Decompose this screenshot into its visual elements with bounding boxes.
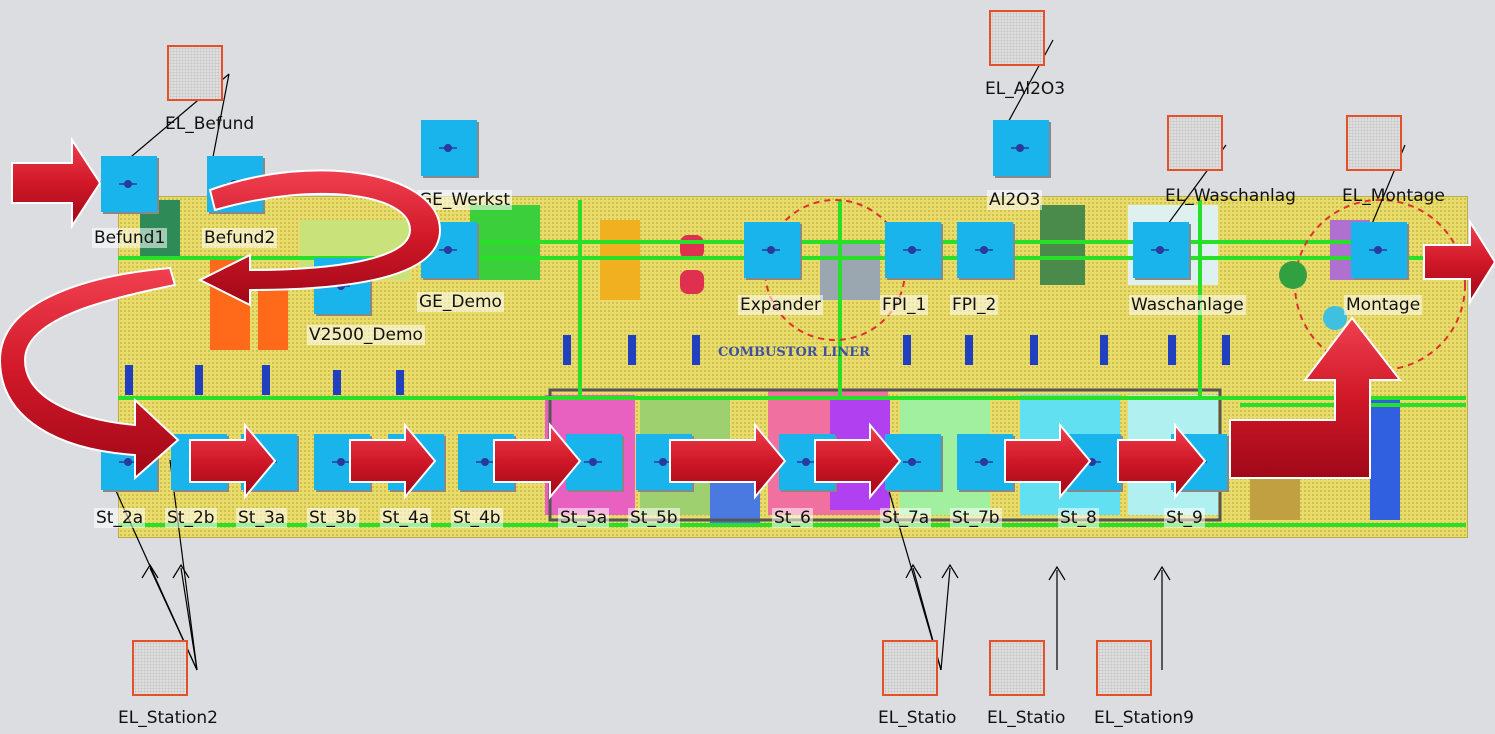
- curved-arrow-upper: [200, 170, 440, 305]
- curved-arrow-left: [0, 268, 178, 478]
- l-arrow-to-montage: [1230, 318, 1400, 478]
- exit-arrow: [1424, 222, 1495, 302]
- entry-arrow: [12, 140, 100, 226]
